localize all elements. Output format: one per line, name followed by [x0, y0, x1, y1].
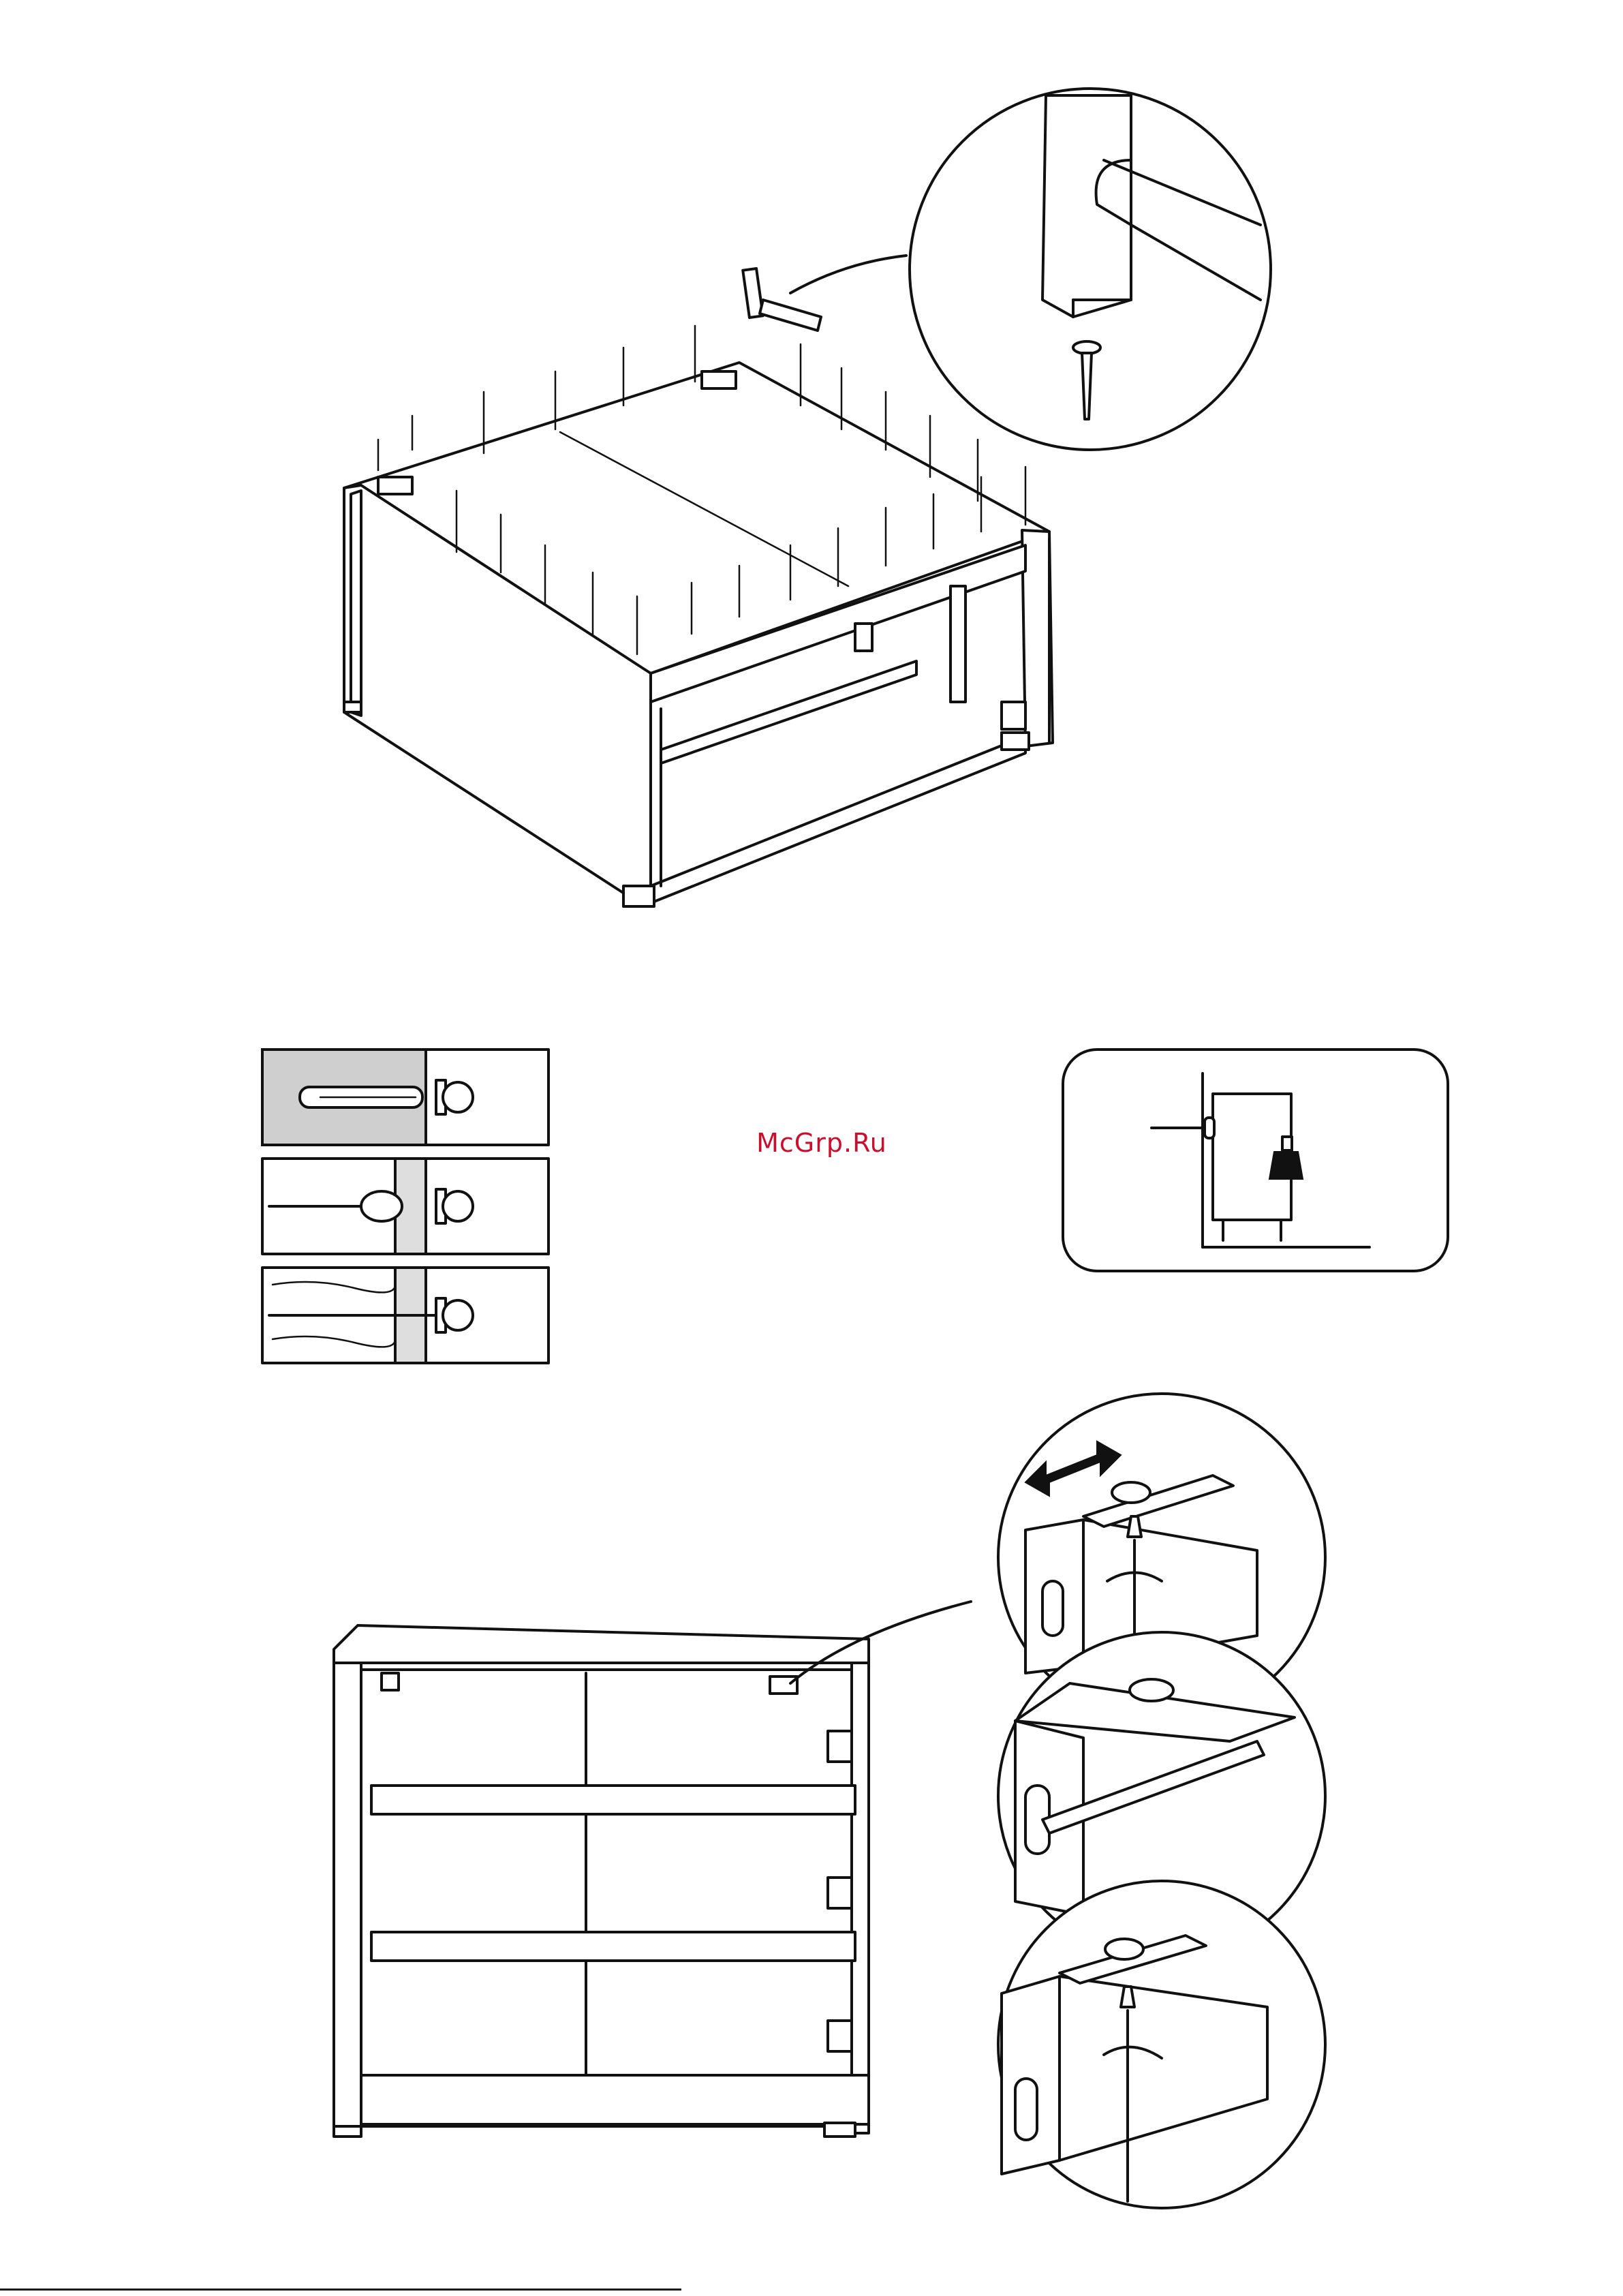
concrete-wall-anchor-icon: [262, 1050, 548, 1145]
dresser-front-view-icon: [334, 1602, 971, 2137]
watermark-text: McGrp.Ru: [740, 1128, 903, 1158]
timber-wall-screw-icon: [262, 1268, 548, 1363]
hollow-wall-anchor-icon: [262, 1159, 548, 1254]
bracket-tighten-detail-icon: [998, 1881, 1325, 2208]
hammer-and-nail-detail-icon: [910, 89, 1271, 450]
footer-divider: [0, 2289, 681, 2291]
wall-anchor-tip-over-warning-icon: [1063, 1050, 1448, 1271]
